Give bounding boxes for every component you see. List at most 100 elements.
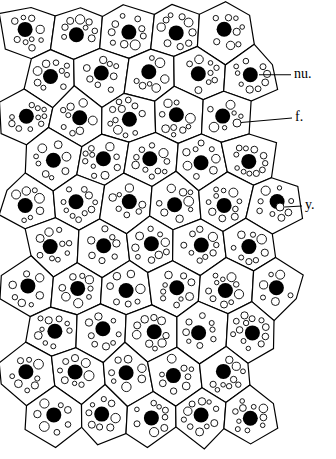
nucleus [217, 22, 232, 37]
yolk-vacuole [111, 341, 116, 346]
yolk-vacuole [71, 355, 78, 362]
yolk-vacuole [193, 147, 198, 152]
yolk-vacuole [171, 125, 177, 131]
yolk-vacuole [9, 120, 15, 126]
nucleus [215, 109, 230, 124]
yolk-vacuole [149, 174, 154, 179]
yolk-vacuole [183, 149, 190, 156]
yolk-vacuole [124, 355, 132, 363]
yolk-vacuole [260, 152, 267, 159]
yolk-vacuole [212, 154, 221, 163]
yolk-vacuole [83, 159, 88, 164]
yolk-vacuole [207, 400, 211, 404]
nucleus [94, 407, 109, 422]
yolk-vacuole [31, 382, 38, 389]
yolk-vacuole [141, 316, 149, 324]
yolk-vacuole [127, 270, 135, 278]
cell-outline [126, 392, 176, 448]
yolk-vacuole [171, 133, 175, 137]
yolk-vacuole [260, 64, 266, 70]
yolk-vacuole [80, 273, 85, 278]
yolk-vacuole [235, 427, 240, 432]
nucleus [194, 408, 209, 423]
yolk-vacuole [88, 421, 95, 428]
yolk-vacuole [61, 377, 68, 384]
yolk-vacuole [107, 283, 114, 290]
yolk-vacuole [91, 164, 95, 168]
yolk-vacuole [159, 112, 165, 118]
nucleus [68, 364, 83, 379]
yolk-vacuole [132, 103, 138, 109]
yolk-vacuole [203, 254, 208, 259]
yolk-vacuole [170, 388, 176, 394]
yolk-vacuole [134, 421, 140, 427]
yolk-vacuole [36, 115, 41, 120]
yolk-vacuole [130, 40, 140, 50]
yolk-vacuole [264, 70, 271, 77]
yolk-vacuole [243, 58, 249, 64]
yolk-vacuole [66, 241, 71, 246]
yolk-vacuole [64, 208, 69, 213]
yolk-vacuole [157, 405, 162, 410]
yolk-vacuole [214, 194, 219, 199]
nucleus [142, 151, 157, 166]
yolk-vacuole [18, 299, 26, 307]
yolk-vacuole [215, 388, 220, 393]
cell-outline [82, 385, 128, 445]
yolk-vacuole [85, 276, 93, 284]
yolk-vacuole [124, 212, 130, 218]
yolk-vacuole [259, 404, 268, 413]
nucleus [241, 239, 256, 254]
yolk-vacuole [139, 110, 145, 116]
yolk-vacuole [161, 289, 166, 294]
yolk-vacuole [151, 400, 157, 406]
yolk-vacuole [42, 60, 50, 68]
yolk-vacuole [132, 330, 141, 339]
yolk-vacuole [139, 26, 145, 32]
yolk-vacuole [190, 231, 196, 237]
yolk-vacuole [116, 332, 121, 337]
yolk-vacuole [161, 209, 168, 216]
yolk-vacuole [240, 25, 245, 30]
nucleus [69, 194, 84, 209]
yolk-vacuole [197, 226, 203, 232]
part-label: f. [295, 109, 303, 125]
yolk-vacuole [109, 370, 115, 376]
yolk-vacuole [70, 213, 75, 218]
yolk-vacuole [260, 167, 266, 173]
yolk-vacuole [113, 240, 120, 247]
yolk-vacuole [135, 299, 140, 304]
yolk-vacuole [276, 203, 284, 211]
yolk-vacuole [114, 299, 120, 305]
yolk-vacuole [243, 320, 248, 325]
yolk-vacuole [213, 273, 218, 278]
nucleus [94, 66, 109, 81]
yolk-vacuole [240, 399, 245, 404]
yolk-vacuole [65, 407, 72, 414]
yolk-vacuole [110, 73, 117, 80]
yolk-vacuole [95, 313, 102, 320]
yolk-vacuole [258, 199, 263, 204]
yolk-vacuole [84, 371, 94, 381]
yolk-vacuole [235, 71, 240, 76]
yolk-vacuole [35, 376, 40, 381]
yolk-vacuole [74, 299, 83, 308]
yolk-vacuole [249, 316, 255, 322]
yolk-vacuole [208, 70, 213, 75]
cell-outline [176, 388, 226, 449]
yolk-vacuole [49, 176, 53, 180]
yolk-vacuole [125, 184, 133, 192]
nucleus [70, 281, 85, 296]
nucleus [194, 238, 209, 253]
yolk-vacuole [107, 61, 112, 66]
yolk-vacuole [114, 154, 120, 160]
yolk-vacuole [161, 75, 169, 83]
yolk-vacuole [210, 250, 216, 256]
yolk-vacuole [89, 146, 95, 152]
yolk-vacuole [208, 106, 214, 112]
yolk-vacuole [189, 367, 194, 372]
yolk-vacuole [118, 105, 125, 112]
yolk-vacuole [206, 288, 212, 294]
nucleus [245, 325, 260, 340]
yolk-vacuole [61, 200, 66, 205]
